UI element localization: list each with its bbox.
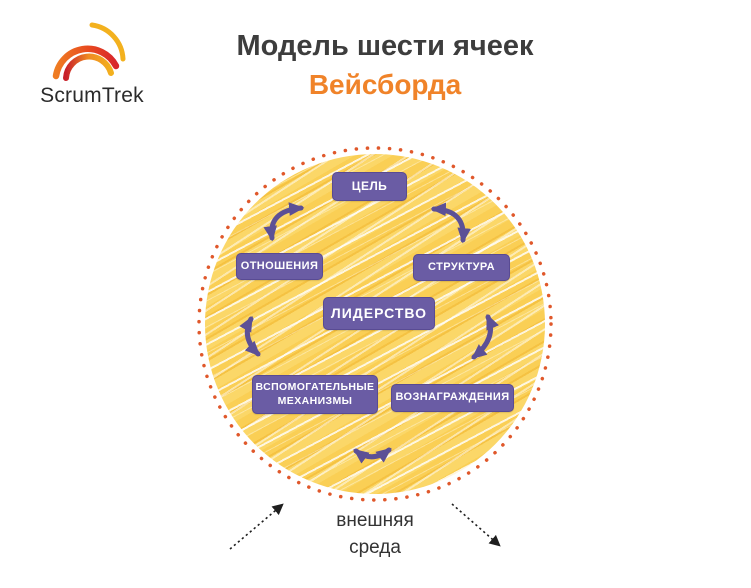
- cell-mechanisms-label-line1: ВСПОМОГАТЕЛЬНЫЕ: [255, 381, 375, 394]
- cell-goal: ЦЕЛЬ: [332, 172, 407, 201]
- cell-structure: СТРУКТУРА: [413, 254, 510, 281]
- cell-structure-label: СТРУКТУРА: [428, 260, 495, 273]
- slide-title: Модель шести ячеек Вейсборда: [150, 30, 620, 102]
- swap-arrow-relationships-mechanisms-icon: [239, 316, 261, 357]
- title-line-1: Модель шести ячеек: [236, 30, 534, 62]
- swap-arrow-goal-structure-icon: [430, 202, 471, 244]
- cell-rewards-label: ВОЗНАГРАЖДЕНИЯ: [395, 391, 510, 404]
- cell-goal-label: ЦЕЛЬ: [351, 179, 388, 193]
- title-line-2: Вейсборда: [308, 69, 462, 101]
- dotted-boundary-ring: [197, 146, 553, 502]
- cell-rewards: ВОЗНАГРАЖДЕНИЯ: [391, 384, 514, 412]
- environment-label-line1: внешняя: [336, 510, 414, 531]
- swap-arrow-goal-relationships-icon: [263, 202, 305, 242]
- environment-label: внешняя среда: [290, 508, 460, 561]
- cell-mechanisms-label-line2: МЕХАНИЗМЫ: [277, 394, 353, 407]
- scrumtrek-arcs-icon: [52, 22, 126, 81]
- environment-inbound-arrow-icon: [229, 503, 284, 550]
- swap-arrow-structure-rewards-icon: [471, 313, 499, 360]
- cell-relationships: ОТНОШЕНИЯ: [236, 253, 323, 280]
- logo-brand-text: ScrumTrek: [40, 84, 144, 107]
- cell-leadership-label: ЛИДЕРСТВО: [330, 304, 428, 321]
- environment-label-line2: среда: [349, 536, 401, 558]
- swap-arrow-mechanisms-rewards-icon: [353, 447, 392, 464]
- scrumtrek-logo: ScrumTrek: [34, 16, 150, 108]
- cell-relationships-label: ОТНОШЕНИЯ: [240, 259, 319, 272]
- cell-leadership: ЛИДЕРСТВО: [323, 297, 435, 330]
- cell-mechanisms: ВСПОМОГАТЕЛЬНЫЕ МЕХАНИЗМЫ: [252, 375, 378, 414]
